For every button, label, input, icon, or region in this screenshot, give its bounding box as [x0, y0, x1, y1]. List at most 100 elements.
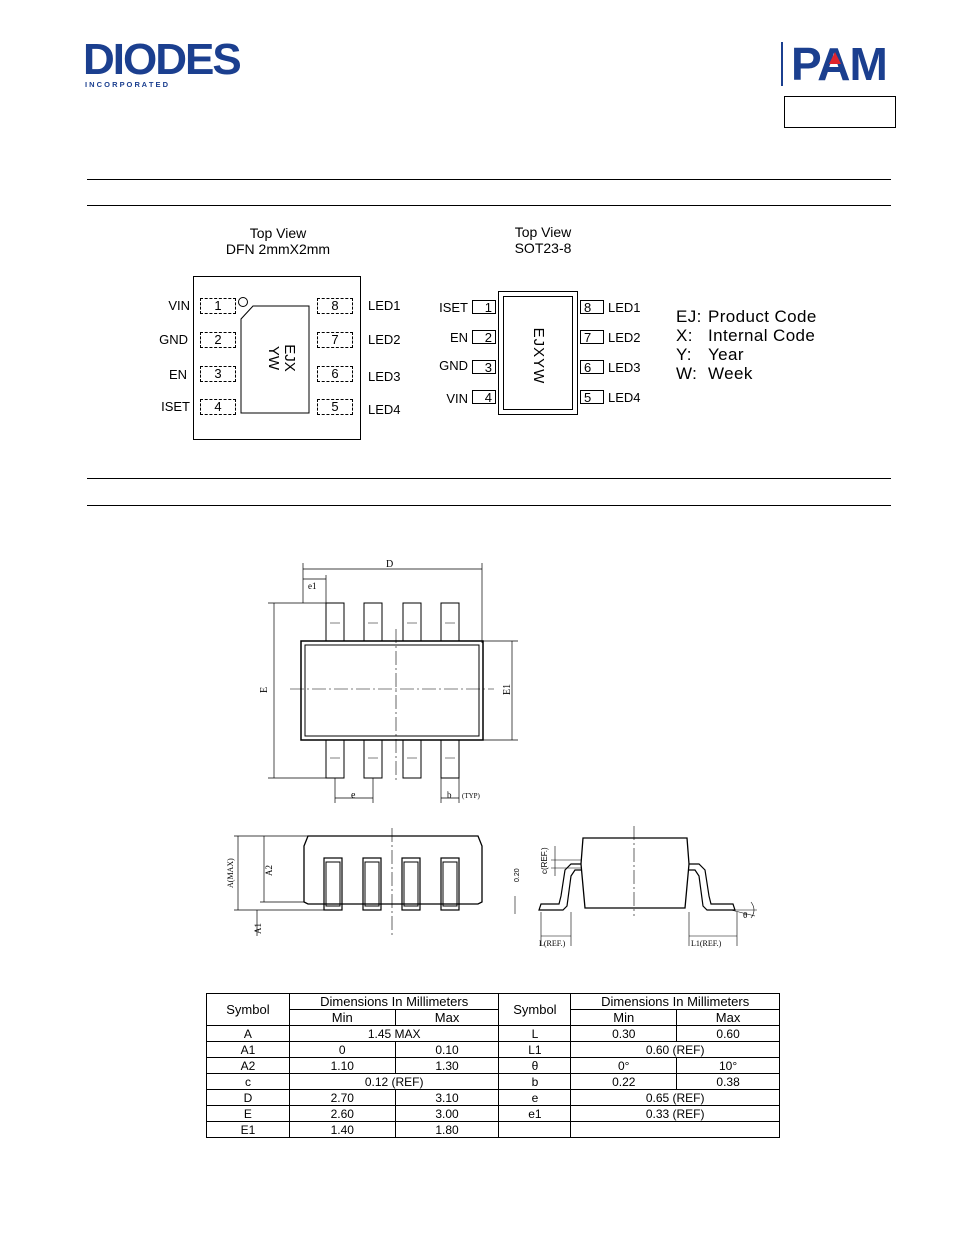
dim-theta-label: θ	[743, 911, 748, 920]
dfn-pin-num: 7	[317, 332, 353, 348]
marking-legend: EJ:Product Code X: Internal Code Y:Year W…	[676, 307, 817, 383]
pam-logo-text: PAM	[791, 40, 887, 90]
dfn-package-outline	[193, 276, 361, 440]
dim-A1-label: A1	[253, 923, 263, 934]
cell-symbol: e	[498, 1089, 572, 1106]
th-symbol-right: Symbol	[498, 993, 572, 1026]
table-row: E1 1.40 1.80	[206, 1121, 780, 1138]
cell-symbol: A1	[206, 1041, 290, 1058]
legend-text: Week	[708, 364, 753, 383]
cell-symbol: D	[206, 1089, 290, 1106]
legend-row: Y:Year	[676, 345, 817, 364]
dfn-pin-label: VIN	[168, 298, 190, 313]
dim-D-label: D	[386, 559, 393, 570]
th-max-right: Max	[676, 1009, 780, 1026]
dim-c-ref-label: c(REF.)	[540, 847, 549, 874]
table-subheader-row: Min Max Min Max	[207, 1009, 780, 1026]
sot-pin-num: 7	[580, 330, 604, 345]
dim-e-label: e	[351, 790, 356, 801]
cell-symbol: A2	[206, 1057, 290, 1074]
legend-text: Product Code	[708, 307, 817, 326]
dfn-caption: Top View DFN 2mmX2mm	[198, 225, 358, 257]
cell-min: 0.30	[570, 1025, 678, 1042]
legend-text: Internal Code	[708, 326, 816, 345]
dfn-pin-label: LED2	[368, 332, 401, 347]
cell-value-span	[570, 1121, 780, 1138]
sot-pin-num: 3	[472, 360, 496, 375]
sot-pin-label: LED4	[608, 390, 641, 405]
cell-symbol	[498, 1121, 572, 1138]
dfn-caption-line2: DFN 2mmX2mm	[225, 241, 331, 257]
sot-caption-line2: SOT23-8	[514, 240, 572, 256]
dfn-pin-label: LED4	[368, 402, 401, 417]
sot-pin-label: LED1	[608, 300, 641, 315]
th-dims-right: Dimensions In Millimeters	[570, 993, 780, 1010]
dim-A2-label: A2	[264, 865, 274, 876]
dfn-pin-num: 3	[200, 366, 236, 382]
cell-max: 10°	[676, 1057, 780, 1074]
sot-pin-label: ISET	[439, 300, 468, 315]
sot-package-inner	[503, 296, 573, 410]
cell-max: 0.60	[676, 1025, 780, 1042]
dim-b-label: b	[447, 790, 452, 800]
cell-value-span: 0.33 (REF)	[570, 1105, 780, 1122]
header-blank-box	[784, 96, 896, 128]
cell-min: 1.40	[288, 1121, 396, 1138]
sot-pin-num: 2	[472, 330, 496, 345]
diodes-logo: DIODES I N C O R P O R A T E D	[83, 36, 242, 89]
section-rule-top-1	[87, 179, 891, 180]
dim-E1-label: E1	[502, 684, 513, 695]
cell-value-span: 1.45 MAX	[288, 1025, 500, 1042]
cell-symbol: c	[206, 1073, 290, 1090]
dfn-pin-num: 6	[317, 366, 353, 382]
pam-logo-triangle	[829, 52, 841, 64]
sot-pin-label: VIN	[446, 391, 468, 406]
th-dims-left: Dimensions In Millimeters	[288, 993, 500, 1010]
sot-package-outer	[498, 291, 578, 415]
sot-pin-num: 6	[580, 360, 604, 375]
legend-row: W:Week	[676, 364, 817, 383]
cell-max: 1.30	[394, 1057, 500, 1074]
cell-symbol: L	[498, 1025, 572, 1042]
dfn-pin-num: 8	[317, 298, 353, 314]
cell-min: 1.10	[288, 1057, 396, 1074]
legend-row: EJ:Product Code	[676, 307, 817, 326]
legend-key: Y:	[676, 345, 692, 364]
dfn-mark-line2: YW	[265, 345, 282, 371]
dimensions-table: Symbol Dimensions In Millimeters Symbol …	[206, 993, 780, 1138]
dfn-pin-num: 2	[200, 332, 236, 348]
dfn-pin-label: EN	[168, 367, 187, 382]
diodes-logo-subtext: I N C O R P O R A T E D	[85, 80, 169, 89]
cell-max: 0.38	[676, 1073, 780, 1090]
section-rule-mid-2	[87, 505, 891, 506]
dim-e1-label: e1	[308, 581, 317, 591]
dfn-pin1-dot	[238, 297, 248, 307]
dfn-mark: EJX YW	[257, 335, 298, 381]
cell-value-span: 0.12 (REF)	[288, 1073, 500, 1090]
cell-symbol: e1	[498, 1105, 572, 1122]
outline-top-view: D e1 E E1 e b (TYP)	[259, 559, 518, 803]
sot-pin-num: 8	[580, 300, 604, 315]
dfn-package-drawing	[238, 297, 310, 414]
table-header-row: Symbol Dimensions In Millimeters Symbol …	[206, 993, 780, 1026]
dfn-exposed-pad	[240, 305, 310, 414]
cell-min: 0°	[570, 1057, 678, 1074]
dim-typ-label: (TYP)	[462, 792, 481, 800]
sot-caption-line1: Top View	[514, 224, 572, 240]
legend-key: X:	[676, 326, 693, 345]
cell-max: 3.10	[394, 1089, 500, 1106]
section-rule-top-2	[87, 205, 891, 206]
sot-caption: Top View SOT23-8	[463, 224, 623, 256]
dim-gauge-label: 0.20	[514, 868, 521, 882]
diodes-logo-text: DIODES	[83, 36, 240, 84]
sot-pin-label: EN	[449, 330, 468, 345]
sot-pin-num: 4	[472, 390, 496, 405]
cell-min: 2.60	[288, 1105, 396, 1122]
dfn-pin-label: LED1	[368, 298, 401, 313]
cell-symbol: E1	[206, 1121, 290, 1138]
cell-min: 0	[288, 1041, 396, 1058]
sot-pin-num: 5	[580, 390, 604, 405]
dfn-pin-label: LED3	[368, 369, 401, 384]
cell-value-span: 0.60 (REF)	[570, 1041, 780, 1058]
dim-L-ref-label: L(REF.)	[539, 939, 566, 948]
